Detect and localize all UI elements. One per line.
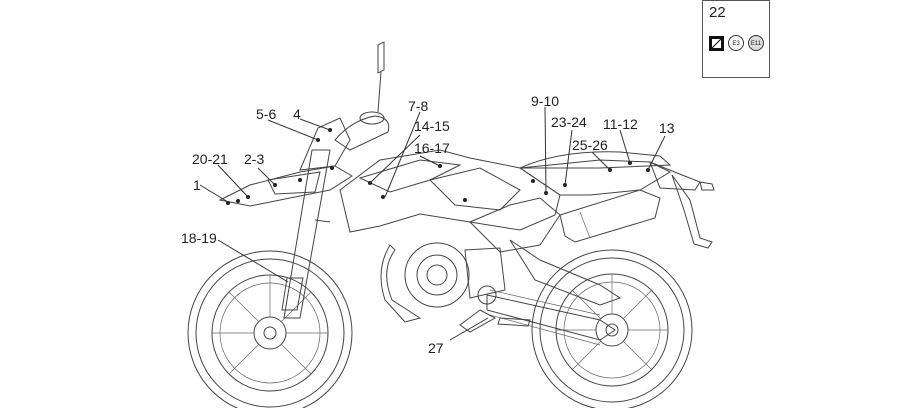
- front-fork: [281, 149, 331, 319]
- callout-9-10: 9-10: [531, 93, 559, 109]
- badge-e11: E11: [748, 35, 764, 51]
- exhaust: [559, 189, 661, 243]
- callout-7-8: 7-8: [408, 98, 428, 114]
- badge-e3: E3: [728, 35, 744, 51]
- main-body: [339, 149, 672, 253]
- callout-1: 1: [193, 177, 201, 193]
- inset-number: 22: [709, 4, 726, 21]
- inset-badges: E3 E11: [709, 35, 764, 51]
- rear-wheel: [531, 249, 693, 408]
- callout-5-6: 5-6: [256, 106, 276, 122]
- footpeg: [459, 309, 531, 333]
- callout-20-21: 20-21: [192, 151, 228, 167]
- swingarm: [486, 239, 622, 346]
- callout-27: 27: [428, 340, 444, 356]
- callout-25-26: 25-26: [572, 137, 608, 153]
- callout-16-17: 16-17: [414, 140, 450, 156]
- front-wheel: [187, 250, 353, 408]
- callout-4: 4: [293, 106, 301, 122]
- front-fairing: [218, 117, 353, 207]
- callout-18-19: 18-19: [181, 230, 217, 246]
- callout-13: 13: [659, 120, 675, 136]
- callout-11-12: 11-12: [603, 116, 638, 132]
- handlebar-and-mirror: [334, 41, 390, 151]
- callout-23-24: 23-24: [551, 114, 587, 130]
- callout-14-15: 14-15: [414, 118, 450, 134]
- inset-panel: 22 E3 E11: [702, 0, 770, 78]
- decal-square-icon: [709, 35, 724, 51]
- callout-2-3: 2-3: [244, 151, 264, 167]
- seat-and-tail: [519, 151, 715, 249]
- leader-lines: [199, 106, 666, 341]
- callout-labels: 1 2-3 4 5-6 7-8 9-10 11-12 13 14-15 16-1…: [181, 93, 675, 356]
- engine: [380, 242, 506, 323]
